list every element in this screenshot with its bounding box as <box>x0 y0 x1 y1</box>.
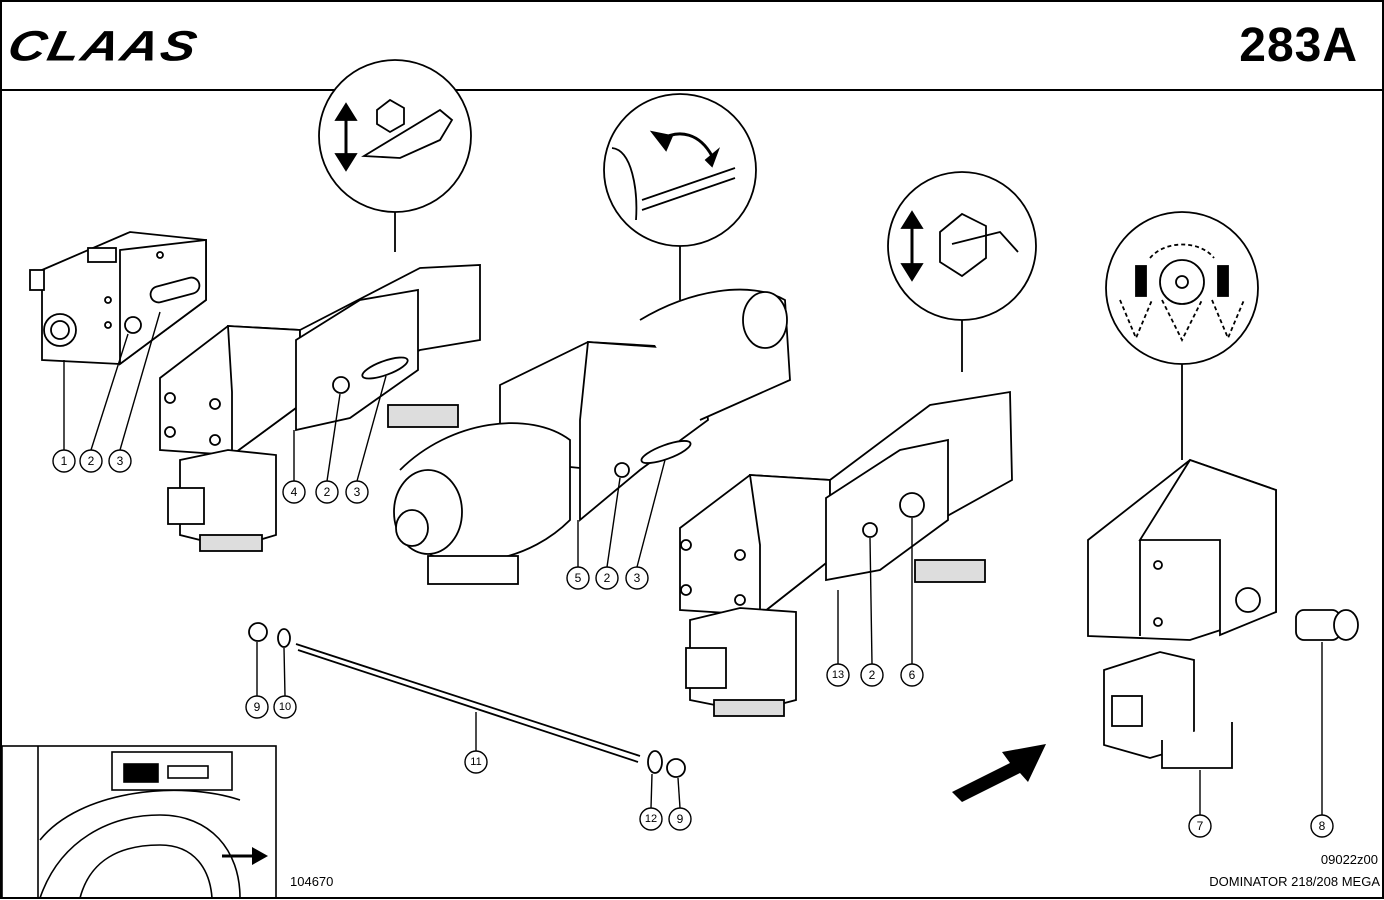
callout-7-ring <box>1188 814 1212 838</box>
callout-2b: 2 <box>324 485 331 499</box>
valve-assembly-tilt <box>393 288 791 585</box>
callout-2d: 2 <box>869 668 876 682</box>
callout-9b: 9 <box>677 812 684 826</box>
callout-8-ring <box>1310 814 1334 838</box>
callout-7: 7 <box>1197 819 1204 833</box>
callout-2a: 2 <box>88 454 95 468</box>
callout-2c: 2 <box>604 571 611 585</box>
steer-function-bubble <box>887 171 1037 372</box>
callout-1: 1 <box>61 454 68 468</box>
callout-4-ring <box>282 480 306 504</box>
leader-lines <box>63 311 1323 815</box>
callout-4: 4 <box>291 485 298 499</box>
callout-9a: 9 <box>254 700 261 714</box>
callout-12-ring <box>639 807 663 831</box>
callout-11: 11 <box>470 756 481 768</box>
valve-assembly-steer <box>679 390 1013 717</box>
reel-function-bubble <box>1105 211 1259 460</box>
valve-assembly-lift <box>159 264 481 552</box>
callout-3b: 3 <box>354 485 361 499</box>
callout-2c-ring <box>595 566 619 590</box>
callout-10: 10 <box>279 701 291 713</box>
callout-8: 8 <box>1319 819 1326 833</box>
diagram-code: 09022z00 <box>1320 852 1378 867</box>
callout-12: 12 <box>645 813 657 825</box>
callout-11-ring <box>464 750 488 774</box>
valve-assembly-reel <box>1087 458 1359 769</box>
callout-1-ring <box>52 449 76 473</box>
callout-9a-ring <box>245 695 269 719</box>
callout-3b-ring <box>345 480 369 504</box>
callout-5: 5 <box>575 571 582 585</box>
valve-end-block <box>29 231 207 366</box>
callout-2b-ring <box>315 480 339 504</box>
lift-function-bubble <box>318 59 472 252</box>
callout-2d-ring <box>860 663 884 687</box>
location-arrow-icon <box>222 847 268 865</box>
callout-6-ring <box>900 663 924 687</box>
location-inset <box>1 745 277 899</box>
tilt-function-bubble <box>603 93 757 300</box>
callout-3a-ring <box>108 449 132 473</box>
callout-10-ring <box>273 695 297 719</box>
callout-5-ring <box>566 566 590 590</box>
brand-logo: CLAAS <box>3 22 203 71</box>
callout-13-ring <box>826 663 850 687</box>
model-name: DOMINATOR 218/208 MEGA <box>1209 874 1380 889</box>
callout-circles <box>52 449 1334 838</box>
callout-13: 13 <box>832 669 844 681</box>
callout-6: 6 <box>909 668 916 682</box>
drawing-number: 104670 <box>290 874 334 889</box>
callout-3a: 3 <box>117 454 124 468</box>
callout-2a-ring <box>79 449 103 473</box>
sheet-number: 283A <box>1239 19 1358 72</box>
callout-3c: 3 <box>634 571 641 585</box>
callout-3c-ring <box>625 566 649 590</box>
tie-rod <box>248 622 686 778</box>
callout-9b-ring <box>668 807 692 831</box>
direction-arrow-icon <box>952 744 1046 802</box>
